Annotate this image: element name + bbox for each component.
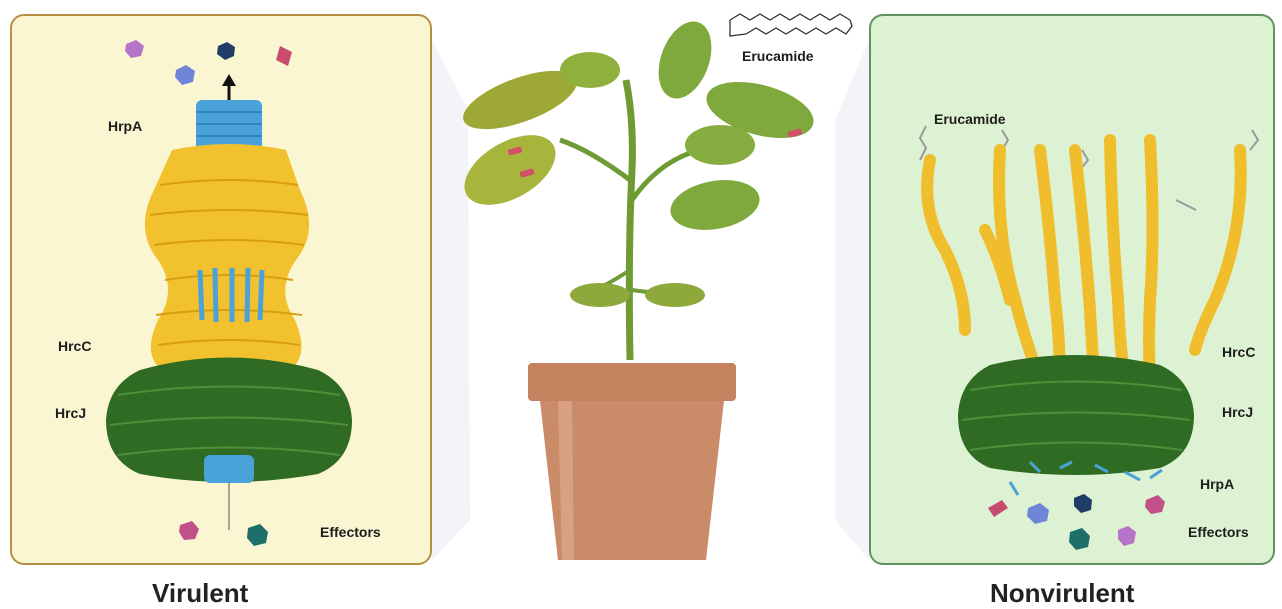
effector-icon (1069, 528, 1090, 550)
label-effectors-right: Effectors (1188, 524, 1249, 540)
effector-icon (1074, 494, 1092, 513)
label-hrpa-right: HrpA (1200, 476, 1234, 492)
label-hrcj-right: HrcJ (1222, 404, 1253, 420)
effector-icon (1145, 495, 1165, 514)
effector-icon (988, 500, 1008, 517)
caption-nonvirulent: Nonvirulent (990, 578, 1134, 609)
label-erucamide-right: Erucamide (934, 111, 1006, 127)
label-hrcc-right: HrcC (1222, 344, 1255, 360)
effector-icon (1027, 503, 1049, 524)
effector-icon (1118, 526, 1136, 546)
hrcc-strands (927, 140, 1241, 380)
hrcj-ring (958, 355, 1194, 475)
